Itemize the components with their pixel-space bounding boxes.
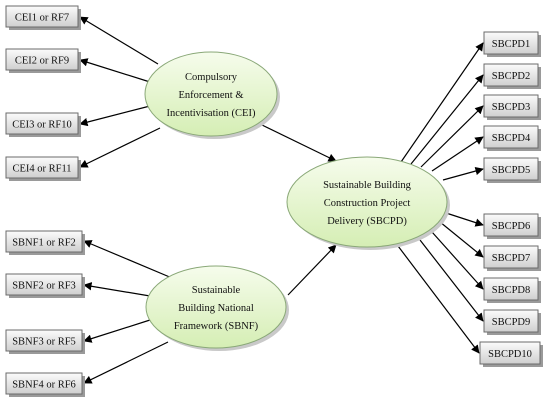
- sbcpd-arrow-10: [397, 245, 480, 354]
- indicator-box: [483, 309, 539, 333]
- sbcpd-indicator-10: SBCPD10: [479, 341, 543, 367]
- sbnf-arrow-1: [83, 240, 173, 279]
- sbnf-arrow-4: [83, 341, 169, 384]
- indicator-label: SBCPD1: [492, 39, 531, 50]
- sbcpd-indicator-8: SBCPD8: [483, 277, 541, 303]
- sbcpd-indicator-7: SBCPD7: [483, 245, 541, 271]
- sbcpd-indicator-6: SBCPD6: [483, 213, 541, 239]
- indicator-box: [483, 277, 539, 301]
- cei-arrow-3: [79, 105, 151, 127]
- sbcpd-arrow-7: [439, 221, 484, 258]
- indicator-label: SBNF4 or RF6: [12, 380, 76, 391]
- indicator-box: [5, 112, 79, 135]
- sbcpd-label-line-1: Sustainable Building: [323, 180, 412, 191]
- indicator-box: [483, 213, 539, 237]
- cei-label-line-1: Compulsory: [185, 72, 238, 83]
- indicator-label: CEI2 or RF9: [15, 56, 69, 67]
- indicator-label: SBCPD9: [492, 317, 531, 328]
- indicator-box: [479, 341, 541, 365]
- indicator-box: [483, 157, 539, 181]
- indicator-box: [5, 5, 79, 28]
- sbcpd-arrow-8: [431, 231, 484, 290]
- indicator-label: CEI3 or RF10: [12, 120, 72, 131]
- cei-arrow-1: [79, 16, 159, 65]
- sbcpd-indicator-9: SBCPD9: [483, 309, 541, 335]
- sbnf-to-sbcpd-arrow: [287, 244, 337, 296]
- cei-indicator-1: CEI1 or RF7: [5, 5, 81, 30]
- indicator-label: CEI4 or RF11: [12, 164, 71, 175]
- sbcpd-indicator-4: SBCPD4: [483, 125, 541, 151]
- cei-label-line-2: Enforcement &: [178, 90, 243, 101]
- indicator-label: SBCPD10: [488, 349, 532, 360]
- sbcpd-arrow-4: [431, 136, 484, 172]
- sbcpd-arrow-1: [400, 42, 484, 163]
- indicator-box: [483, 94, 539, 118]
- cei-indicator-4: CEI4 or RF11: [5, 156, 81, 181]
- sbnf-ellipse: [145, 265, 287, 349]
- cei-arrow-4: [79, 127, 161, 168]
- indicator-label: SBCPD6: [492, 221, 531, 232]
- cei-ellipse: [144, 51, 278, 137]
- sbnf-indicator-1: SBNF1 or RF2: [5, 230, 85, 255]
- indicator-box: [5, 329, 83, 352]
- indicator-box: [483, 245, 539, 269]
- cei-indicator-2: CEI2 or RF9: [5, 48, 81, 73]
- sbcpd-indicator-5: SBCPD5: [483, 157, 541, 183]
- indicator-label: SBCPD8: [492, 285, 531, 296]
- sbcpd-ellipse: [286, 156, 448, 248]
- indicator-box: [483, 63, 539, 87]
- cei-label-line-3: Incentivisation (CEI): [167, 108, 256, 119]
- sbcpd-arrow-2: [410, 74, 484, 165]
- indicator-label: CEI1 or RF7: [15, 13, 69, 24]
- sbnf-indicator-4: SBNF4 or RF6: [5, 372, 85, 397]
- sbnf-arrow-3: [83, 319, 151, 343]
- indicator-box: [483, 125, 539, 149]
- indicator-label: SBCPD2: [492, 71, 531, 82]
- sbcpd-label-line-2: Construction Project: [324, 198, 411, 209]
- indicator-box: [5, 372, 83, 395]
- indicator-box: [5, 48, 79, 71]
- indicator-label: SBCPD5: [492, 165, 531, 176]
- indicator-box: [5, 273, 83, 296]
- sbcpd-indicator-3: SBCPD3: [483, 94, 541, 120]
- sbnf-label-line-3: Framework (SBNF): [174, 321, 259, 332]
- sbcpd-arrow-9: [419, 239, 484, 322]
- sbnf-label-line-1: Sustainable: [192, 285, 241, 296]
- arrows-layer: [79, 16, 484, 384]
- indicator-label: SBNF3 or RF5: [12, 337, 76, 348]
- cei-indicator-3: CEI3 or RF10: [5, 112, 81, 137]
- indicator-box: [5, 230, 83, 253]
- indicator-label: SBCPD4: [492, 133, 531, 144]
- sbnf-arrow-2: [83, 282, 151, 297]
- sbnf-indicator-3: SBNF3 or RF5: [5, 329, 85, 354]
- sbcpd-construct: Sustainable Building Construction Projec…: [286, 156, 450, 250]
- sbcpd-arrow-3: [420, 105, 484, 168]
- sbnf-construct: Sustainable Building National Framework …: [145, 265, 289, 351]
- sbcpd-label-line-3: Delivery (SBCPD): [327, 216, 407, 227]
- indicator-label: SBCPD3: [492, 102, 531, 113]
- sbnf-label-line-2: Building National: [178, 303, 254, 314]
- sbcpd-indicator-1: SBCPD1: [483, 31, 541, 57]
- indicator-label: SBNF2 or RF3: [12, 281, 76, 292]
- cei-to-sbcpd-arrow: [261, 124, 337, 162]
- sbcpd-arrow-5: [442, 166, 484, 181]
- sbnf-indicator-2: SBNF2 or RF3: [5, 273, 85, 298]
- sbcpd-arrow-6: [442, 211, 484, 227]
- cei-construct: Compulsory Enforcement & Incentivisation…: [144, 51, 280, 139]
- cei-arrow-2: [79, 58, 151, 83]
- indicator-box: [483, 31, 539, 55]
- indicator-label: SBCPD7: [492, 253, 531, 264]
- sbcpd-indicator-2: SBCPD2: [483, 63, 541, 89]
- indicator-label: SBNF1 or RF2: [12, 238, 76, 249]
- indicator-box: [5, 156, 79, 179]
